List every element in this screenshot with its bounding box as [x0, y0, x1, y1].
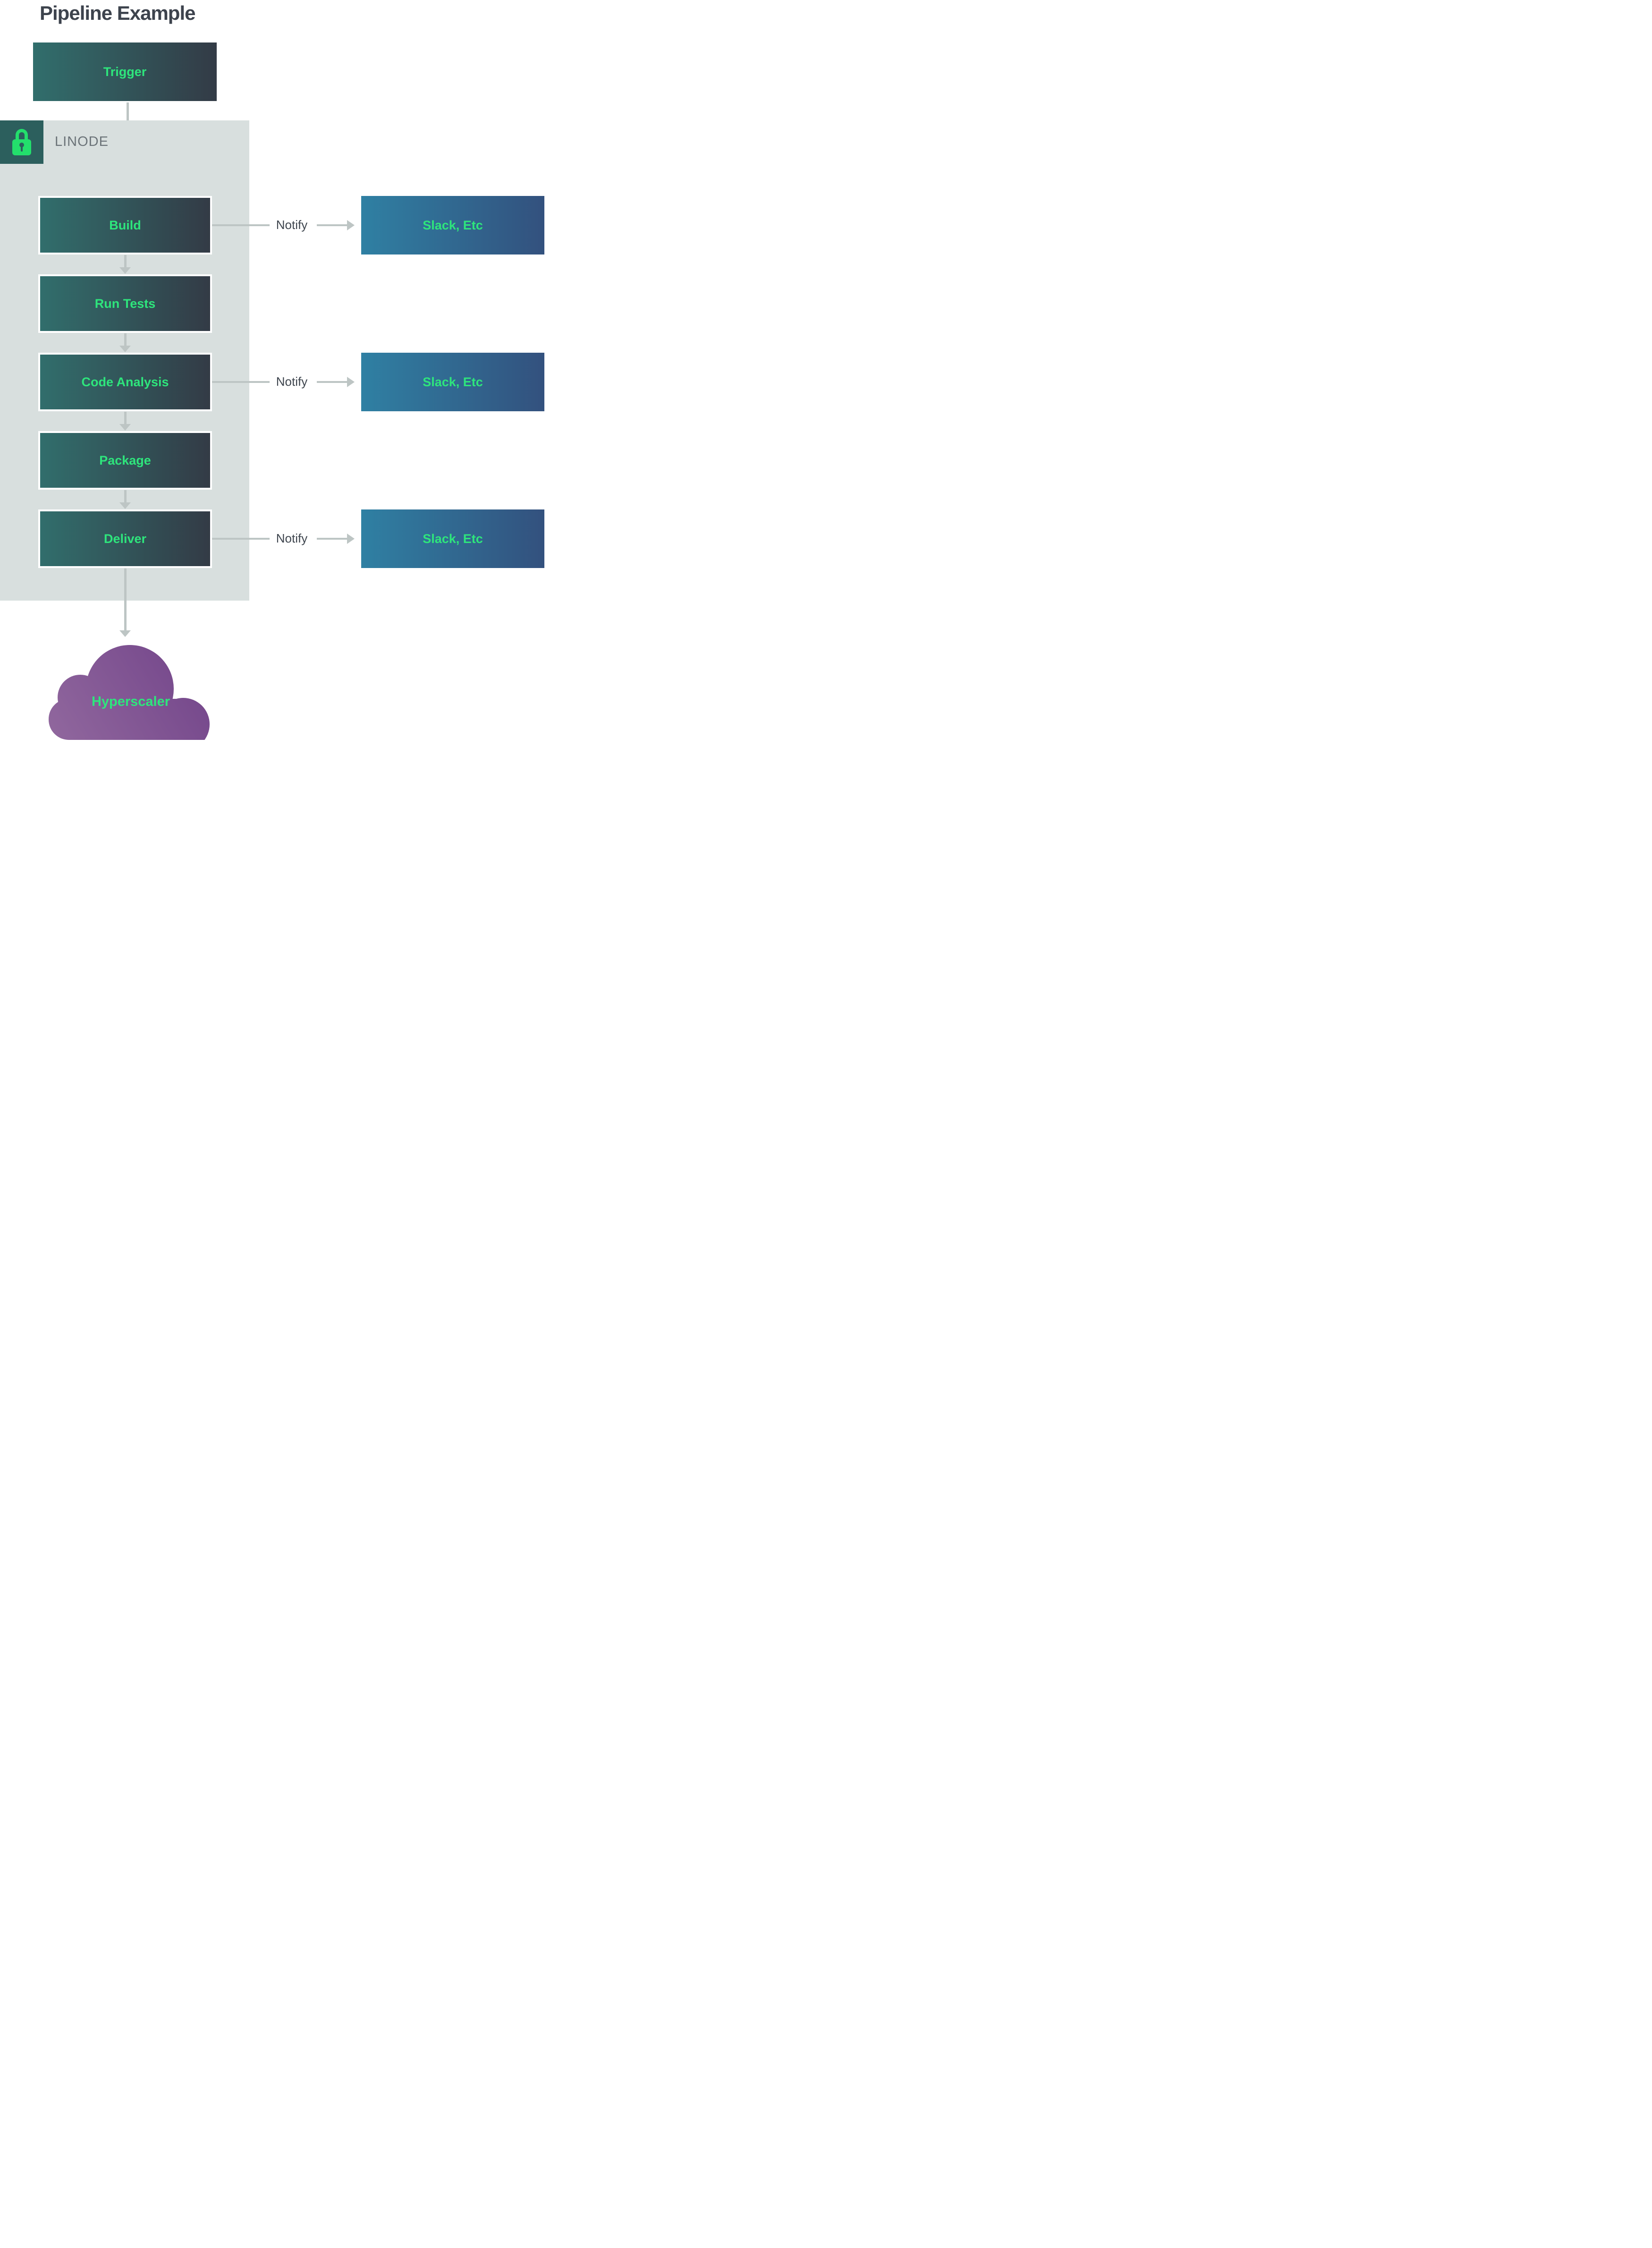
flow-arrow-code-analysis-to-package — [119, 412, 131, 431]
slack-box-deliver: Slack, Etc — [361, 509, 544, 568]
page-title: Pipeline Example — [40, 2, 195, 24]
flow-arrow-deliver-to-hyperscaler — [119, 568, 131, 637]
arrow-head — [347, 377, 355, 387]
arrow-line — [317, 538, 347, 540]
linode-label: LINODE — [55, 134, 109, 149]
notify-row-deliver: Notify — [212, 531, 358, 545]
stage-label: Code Analysis — [81, 374, 169, 389]
arrow-head — [347, 534, 355, 544]
arrow-line — [124, 412, 127, 424]
stage-box-package: Package — [38, 431, 212, 490]
stage-label: Build — [109, 218, 141, 232]
hyperscaler-cloud-icon — [49, 645, 210, 740]
pipeline-diagram: Pipeline Example Trigger LINODE Build Ru… — [0, 0, 551, 749]
arrow-line — [124, 333, 127, 346]
trigger-label: Trigger — [103, 64, 147, 79]
lock-keyhole-stem — [21, 146, 23, 152]
stage-box-build: Build — [38, 196, 212, 254]
notify-label: Notify — [276, 531, 308, 545]
hyperscaler-label: Hyperscaler — [91, 694, 170, 709]
arrow-line — [124, 568, 127, 630]
arrow-line — [124, 255, 127, 267]
lock-badge — [0, 120, 43, 164]
flow-arrow-package-to-deliver — [119, 490, 131, 509]
flow-arrow-build-to-run-tests — [119, 255, 131, 274]
lock-icon — [12, 129, 31, 155]
arrow-line — [212, 224, 270, 226]
stage-box-code-analysis: Code Analysis — [38, 353, 212, 411]
stage-box-deliver: Deliver — [38, 509, 212, 568]
arrow-head — [347, 220, 355, 230]
flow-arrow-run-tests-to-code-analysis — [119, 333, 131, 352]
stage-label: Deliver — [103, 531, 147, 546]
arrow-head — [119, 630, 131, 637]
slack-label: Slack, Etc — [423, 374, 483, 389]
notify-row-build: Notify — [212, 218, 358, 232]
arrow-line — [124, 490, 127, 502]
lock-shackle — [16, 129, 28, 144]
arrow-head — [119, 502, 131, 509]
slack-box-code-analysis: Slack, Etc — [361, 353, 544, 411]
stage-label: Package — [99, 453, 151, 467]
notify-row-code-analysis: Notify — [212, 374, 358, 389]
arrow-head — [119, 267, 131, 274]
stage-box-run-tests: Run Tests — [38, 274, 212, 333]
stage-label: Run Tests — [94, 296, 156, 311]
notify-label: Notify — [276, 218, 308, 232]
arrow-line — [212, 381, 270, 383]
lock-keyhole — [19, 143, 24, 147]
trigger-box: Trigger — [33, 42, 217, 101]
arrow-line — [317, 381, 347, 383]
arrow-head — [119, 346, 131, 352]
slack-label: Slack, Etc — [423, 531, 483, 546]
slack-label: Slack, Etc — [423, 218, 483, 232]
slack-box-build: Slack, Etc — [361, 196, 544, 254]
arrow-head — [119, 424, 131, 431]
arrow-line — [212, 538, 270, 540]
arrow-line — [317, 224, 347, 226]
notify-label: Notify — [276, 374, 308, 389]
